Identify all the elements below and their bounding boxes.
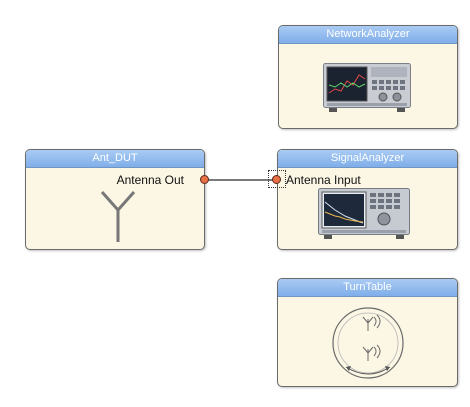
port-label-antenna-input: Antenna Input	[286, 173, 361, 187]
port-antenna-out[interactable]	[200, 175, 209, 184]
node-network-analyzer[interactable]: NetworkAnalyzer	[278, 25, 458, 129]
node-ant-dut[interactable]: Ant_DUT Antenna Out	[25, 149, 205, 250]
node-title: SignalAnalyzer	[278, 150, 457, 168]
node-signal-analyzer[interactable]: SignalAnalyzer Antenna Input	[277, 149, 458, 250]
port-antenna-input[interactable]	[272, 175, 281, 184]
node-title: Ant_DUT	[26, 150, 204, 168]
network-analyzer-instrument-icon	[323, 63, 411, 112]
signal-analyzer-instrument-icon	[318, 188, 410, 239]
node-title: NetworkAnalyzer	[279, 26, 457, 44]
port-focus-rectangle	[268, 170, 286, 188]
antenna-icon	[100, 191, 136, 242]
turntable-icon	[332, 307, 404, 379]
node-turntable[interactable]: TurnTable	[277, 278, 458, 387]
node-title: TurnTable	[278, 279, 457, 297]
port-label-antenna-out: Antenna Out	[116, 173, 184, 187]
